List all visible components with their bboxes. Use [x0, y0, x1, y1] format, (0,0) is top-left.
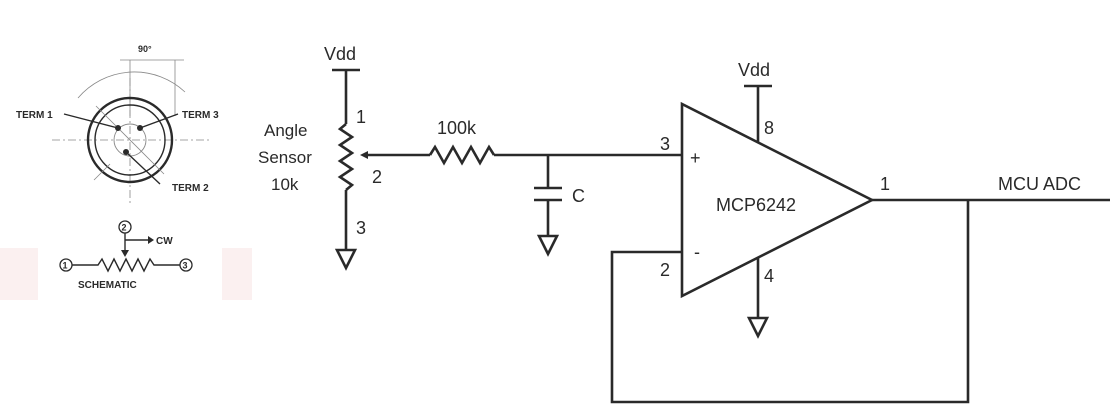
sensor-label-line1: Angle: [264, 121, 307, 140]
schematic-label: SCHEMATIC: [78, 280, 137, 291]
ground-right-icon: [746, 316, 770, 339]
output-label: MCU ADC: [998, 174, 1081, 194]
opamp-pin2-label: 2: [660, 260, 670, 280]
pot-pin2-label: 2: [372, 167, 382, 187]
background-panel-right: [222, 248, 252, 300]
opamp-pin3-label: 3: [660, 134, 670, 154]
term1-label: TERM 1: [16, 110, 53, 121]
vdd-right-label: Vdd: [738, 60, 770, 80]
feedback-wire: [610, 200, 970, 404]
pot-hatch-line: [93, 163, 111, 181]
cw-label: CW: [156, 236, 173, 247]
vdd-left-label: Vdd: [324, 44, 356, 64]
opamp-label: MCP6242: [716, 195, 796, 215]
wiper-indicator-line: [95, 105, 165, 175]
opamp-pin4-label: 4: [764, 266, 774, 286]
term2-leader: [125, 151, 161, 185]
resistor-100k: [428, 144, 496, 166]
pot-body-inner: [94, 104, 166, 176]
ground-left-icon: [334, 248, 358, 271]
pin2-number: 2: [122, 223, 127, 233]
pot-pin3-label: 3: [356, 218, 366, 238]
opamp-pin1-label: 1: [880, 174, 890, 194]
ground-cap-icon: [536, 234, 560, 257]
term3-label: TERM 3: [182, 110, 219, 121]
pin3-number: 3: [183, 261, 188, 271]
angle-label: 90°: [138, 44, 152, 54]
plus-sign: +: [690, 148, 701, 168]
pot-small-schematic: 2 CW 1 3 SCHEMATIC: [59, 220, 193, 291]
term2-label: TERM 2: [172, 183, 209, 194]
resistor-label: 100k: [437, 118, 477, 138]
cw-arrow-icon: [148, 236, 154, 244]
background-panel-left: [0, 248, 38, 300]
angle-sensor-resistor: [337, 123, 355, 191]
opamp-pin8-label: 8: [764, 118, 774, 138]
term1-leader: [63, 113, 119, 129]
pot-mechanical-drawing: 90° TERM 1 TERM 3 TERM 2: [16, 44, 219, 205]
capacitor-label: C: [572, 186, 585, 206]
term3-leader: [139, 113, 179, 129]
rotation-arc: [77, 71, 186, 99]
opamp-triangle: [680, 101, 875, 299]
wiper-arrow-head: [360, 151, 368, 159]
sensor-label-line2: Sensor: [258, 148, 312, 167]
pot-resistor-zigzag: [72, 257, 180, 273]
pot-pin1-label: 1: [356, 107, 366, 127]
sensor-label-line3: 10k: [271, 175, 299, 194]
main-circuit: Vdd 1 2 3 Angle Sensor 10k 100k C MCP624…: [258, 44, 1110, 404]
pin1-number: 1: [63, 261, 68, 271]
minus-sign: -: [694, 242, 700, 262]
wiper-arrow-icon: [121, 250, 129, 257]
pot-body-outer: [86, 96, 174, 184]
